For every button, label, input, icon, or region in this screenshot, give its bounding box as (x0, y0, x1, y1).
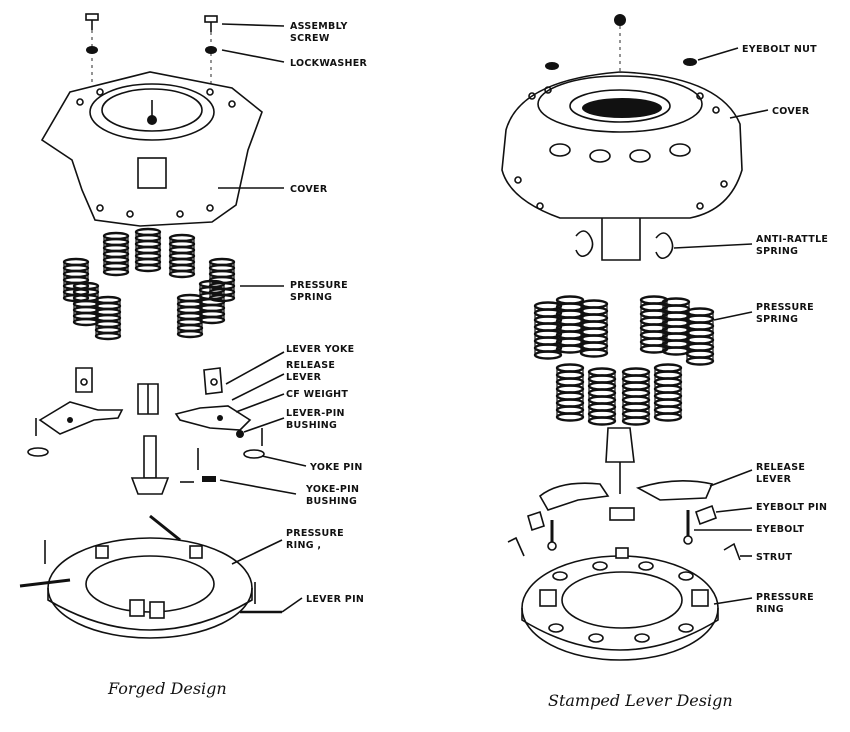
label-pressure-ring: PRESSURE RING , (286, 528, 348, 551)
label-lever-yoke: LEVER YOKE (286, 344, 354, 355)
forged-leader-lines (218, 23, 307, 613)
stamped-pressure-springs (533, 295, 715, 426)
forged-design-illustration: ASSEMBLY SCREW LOCKWASHER COVER PRESSURE… (19, 13, 368, 698)
lever-pin-bushing (27, 418, 265, 459)
forged-cover (40, 71, 263, 227)
stamped-eyebolt (547, 510, 693, 551)
label-yoke-pin: YOKE PIN (309, 462, 363, 473)
label-cf-weight: CF WEIGHT (286, 389, 348, 400)
caption-stamped-lever-design: Stamped Lever Design (548, 691, 733, 710)
yoke-pin (130, 435, 216, 495)
forged-pressure-ring (19, 514, 253, 639)
label-assembly-screw: ASSEMBLY SCREW (290, 21, 351, 44)
eyebolt-pin (527, 504, 718, 532)
label-lever-pin: LEVER PIN (306, 594, 364, 605)
label-strut: STRUT (756, 552, 793, 563)
eyebolt-nut (545, 58, 697, 70)
label-eyebolt-pin: EYEBOLT PIN (756, 502, 827, 513)
lockwasher (86, 46, 217, 54)
lever-yoke (75, 367, 223, 415)
stamped-leader-lines (673, 47, 769, 605)
label-lockwasher: LOCKWASHER (290, 58, 368, 69)
stamped-design-illustration: EYEBOLT NUT COVER ANTI-RATTLE SPRING PRE… (501, 14, 832, 710)
assembly-screw (85, 13, 218, 32)
stamped-cover (501, 71, 743, 261)
release-lever (38, 401, 252, 435)
label-stamped-pressure-ring: PRESSURE RING (756, 592, 818, 615)
anti-rattle-spring (575, 230, 674, 260)
stamped-pressure-ring (521, 547, 719, 661)
forged-pressure-springs (62, 227, 236, 341)
label-stamped-pressure-spring: PRESSURE SPRING (756, 302, 818, 325)
label-cover: COVER (290, 184, 328, 195)
label-pressure-spring: PRESSURE SPRING (290, 280, 352, 303)
caption-forged-design: Forged Design (107, 679, 227, 698)
label-anti-rattle-spring: ANTI-RATTLE SPRING (756, 234, 832, 257)
label-eyebolt-nut: EYEBOLT NUT (742, 44, 817, 55)
strut (507, 536, 741, 561)
label-stamped-release-lever: RELEASE LEVER (756, 462, 809, 485)
label-eyebolt: EYEBOLT (756, 524, 804, 535)
label-lever-pin-bushing: LEVER-PIN BUSHING (286, 408, 348, 431)
label-release-lever: RELEASE LEVER (286, 360, 339, 383)
label-stamped-cover: COVER (772, 106, 810, 117)
stamped-release-lever (538, 480, 714, 521)
label-yoke-pin-bushing: YOKE-PIN BUSHING (305, 484, 363, 507)
